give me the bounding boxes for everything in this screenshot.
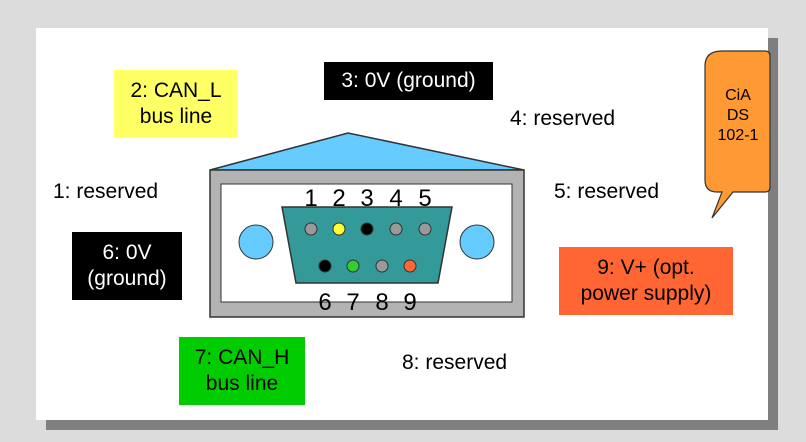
dsub-shell xyxy=(281,206,453,284)
pin-5 xyxy=(418,222,432,236)
pin-3 xyxy=(360,222,374,236)
label-pin8-reserved: 8: reserved xyxy=(402,351,508,374)
label-pin1-reserved: 1: reserved xyxy=(53,180,159,203)
callout-bubble xyxy=(704,50,771,219)
box-vplus-line1: 9: V+ (opt. xyxy=(597,256,695,279)
mount-hole-left xyxy=(238,224,274,260)
pin-number-9: 9 xyxy=(403,289,417,316)
callout-text: CiA DS 102-1 xyxy=(698,86,778,146)
connector-roof xyxy=(209,132,525,171)
box-ground-pin3-text: 3: 0V (ground) xyxy=(341,69,476,92)
box-vplus-line2: power supply) xyxy=(580,282,712,305)
pin-number-5: 5 xyxy=(418,185,432,212)
box-ground-pin6: 6: 0V (ground) xyxy=(72,232,182,300)
box-ground-pin3: 3: 0V (ground) xyxy=(324,62,493,100)
box-ground-pin6-line1: 6: 0V xyxy=(102,241,152,264)
pin-2 xyxy=(332,222,346,236)
box-ground-pin6-line2: (ground) xyxy=(87,267,167,290)
pin-1 xyxy=(304,222,318,236)
callout-line2: DS xyxy=(726,107,750,124)
box-can-l-line2: bus line xyxy=(139,105,213,128)
box-vplus: 9: V+ (opt. power supply) xyxy=(559,247,733,315)
box-can-h-line2: bus line xyxy=(205,372,279,395)
box-can-h: 7: CAN_H bus line xyxy=(179,337,305,405)
pin-number-3: 3 xyxy=(360,185,374,212)
callout-line1: CiA xyxy=(725,87,751,104)
pin-number-8: 8 xyxy=(375,289,389,316)
pin-number-4: 4 xyxy=(389,185,403,212)
pin-number-2: 2 xyxy=(332,185,346,212)
box-can-l: 2: CAN_L bus line xyxy=(114,70,238,138)
box-can-l-line1: 2: CAN_L xyxy=(130,79,222,102)
mount-hole-right xyxy=(459,224,495,260)
label-pin4-reserved: 4: reserved xyxy=(510,107,616,130)
pin-7 xyxy=(346,259,360,273)
pin-number-1: 1 xyxy=(304,185,318,212)
callout-line3: 102-1 xyxy=(717,127,759,144)
pin-9 xyxy=(403,259,417,273)
box-can-h-line1: 7: CAN_H xyxy=(194,346,290,369)
pin-6 xyxy=(318,259,332,273)
pin-4 xyxy=(389,222,403,236)
pin-8 xyxy=(375,259,389,273)
pin-number-6: 6 xyxy=(318,289,332,316)
label-pin5-reserved: 5: reserved xyxy=(554,180,660,203)
pin-number-7: 7 xyxy=(346,289,360,316)
